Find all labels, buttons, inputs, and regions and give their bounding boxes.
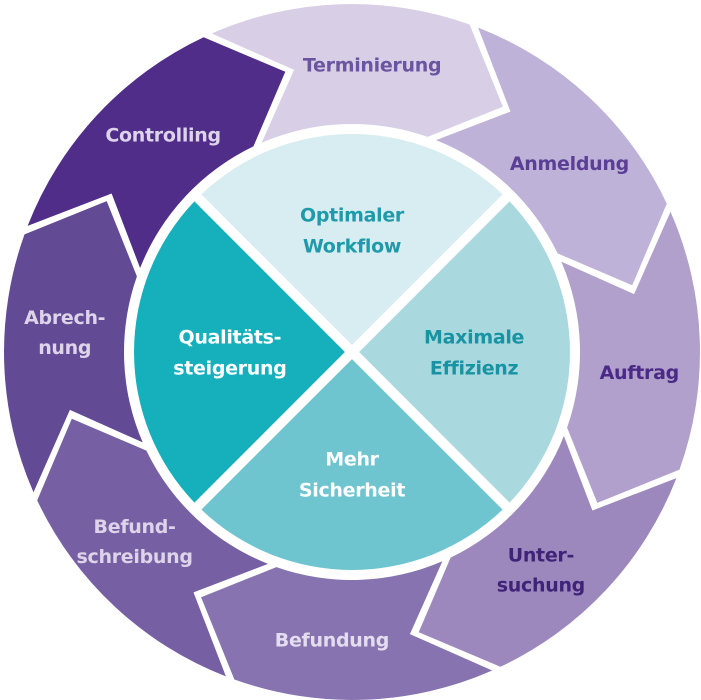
cycle-step-anmeldung — [436, 27, 667, 286]
cycle-step-auftrag — [561, 211, 700, 503]
cycle-step-befundschreibung — [37, 418, 269, 677]
center-quadrant-top — [201, 134, 503, 345]
cycle-step-label: Befund-schreibung — [77, 516, 193, 568]
cycle-step-befundung — [201, 561, 493, 700]
cycle-step-label: Terminierung — [303, 55, 441, 77]
center-quadrant-label: Qualitäts-steigerung — [173, 327, 286, 380]
cycle-step-untersuchung — [418, 436, 677, 667]
center-quadrant-bottom — [201, 359, 503, 570]
cycle-step-abrechnung — [4, 201, 143, 493]
cycle-step-label: Abrech-nung — [24, 307, 105, 359]
center-disk-border — [126, 126, 578, 578]
cycle-step-terminierung — [211, 4, 503, 143]
center-quadrant-right — [359, 201, 570, 503]
cycle-ring — [4, 4, 700, 700]
center-quadrant-left — [134, 201, 345, 503]
cycle-step-label: Anmeldung — [510, 153, 629, 175]
cycle-step-label: Controlling — [105, 125, 220, 147]
cycle-step-label: Auftrag — [600, 362, 679, 384]
cycle-step-label: Befundung — [275, 629, 389, 651]
labels-layer: TerminierungAnmeldungAuftragUnter-suchun… — [24, 55, 679, 652]
cycle-step-controlling — [27, 37, 286, 269]
cycle-step-label: Unter-suchung — [497, 544, 585, 596]
center-disk — [126, 126, 578, 578]
